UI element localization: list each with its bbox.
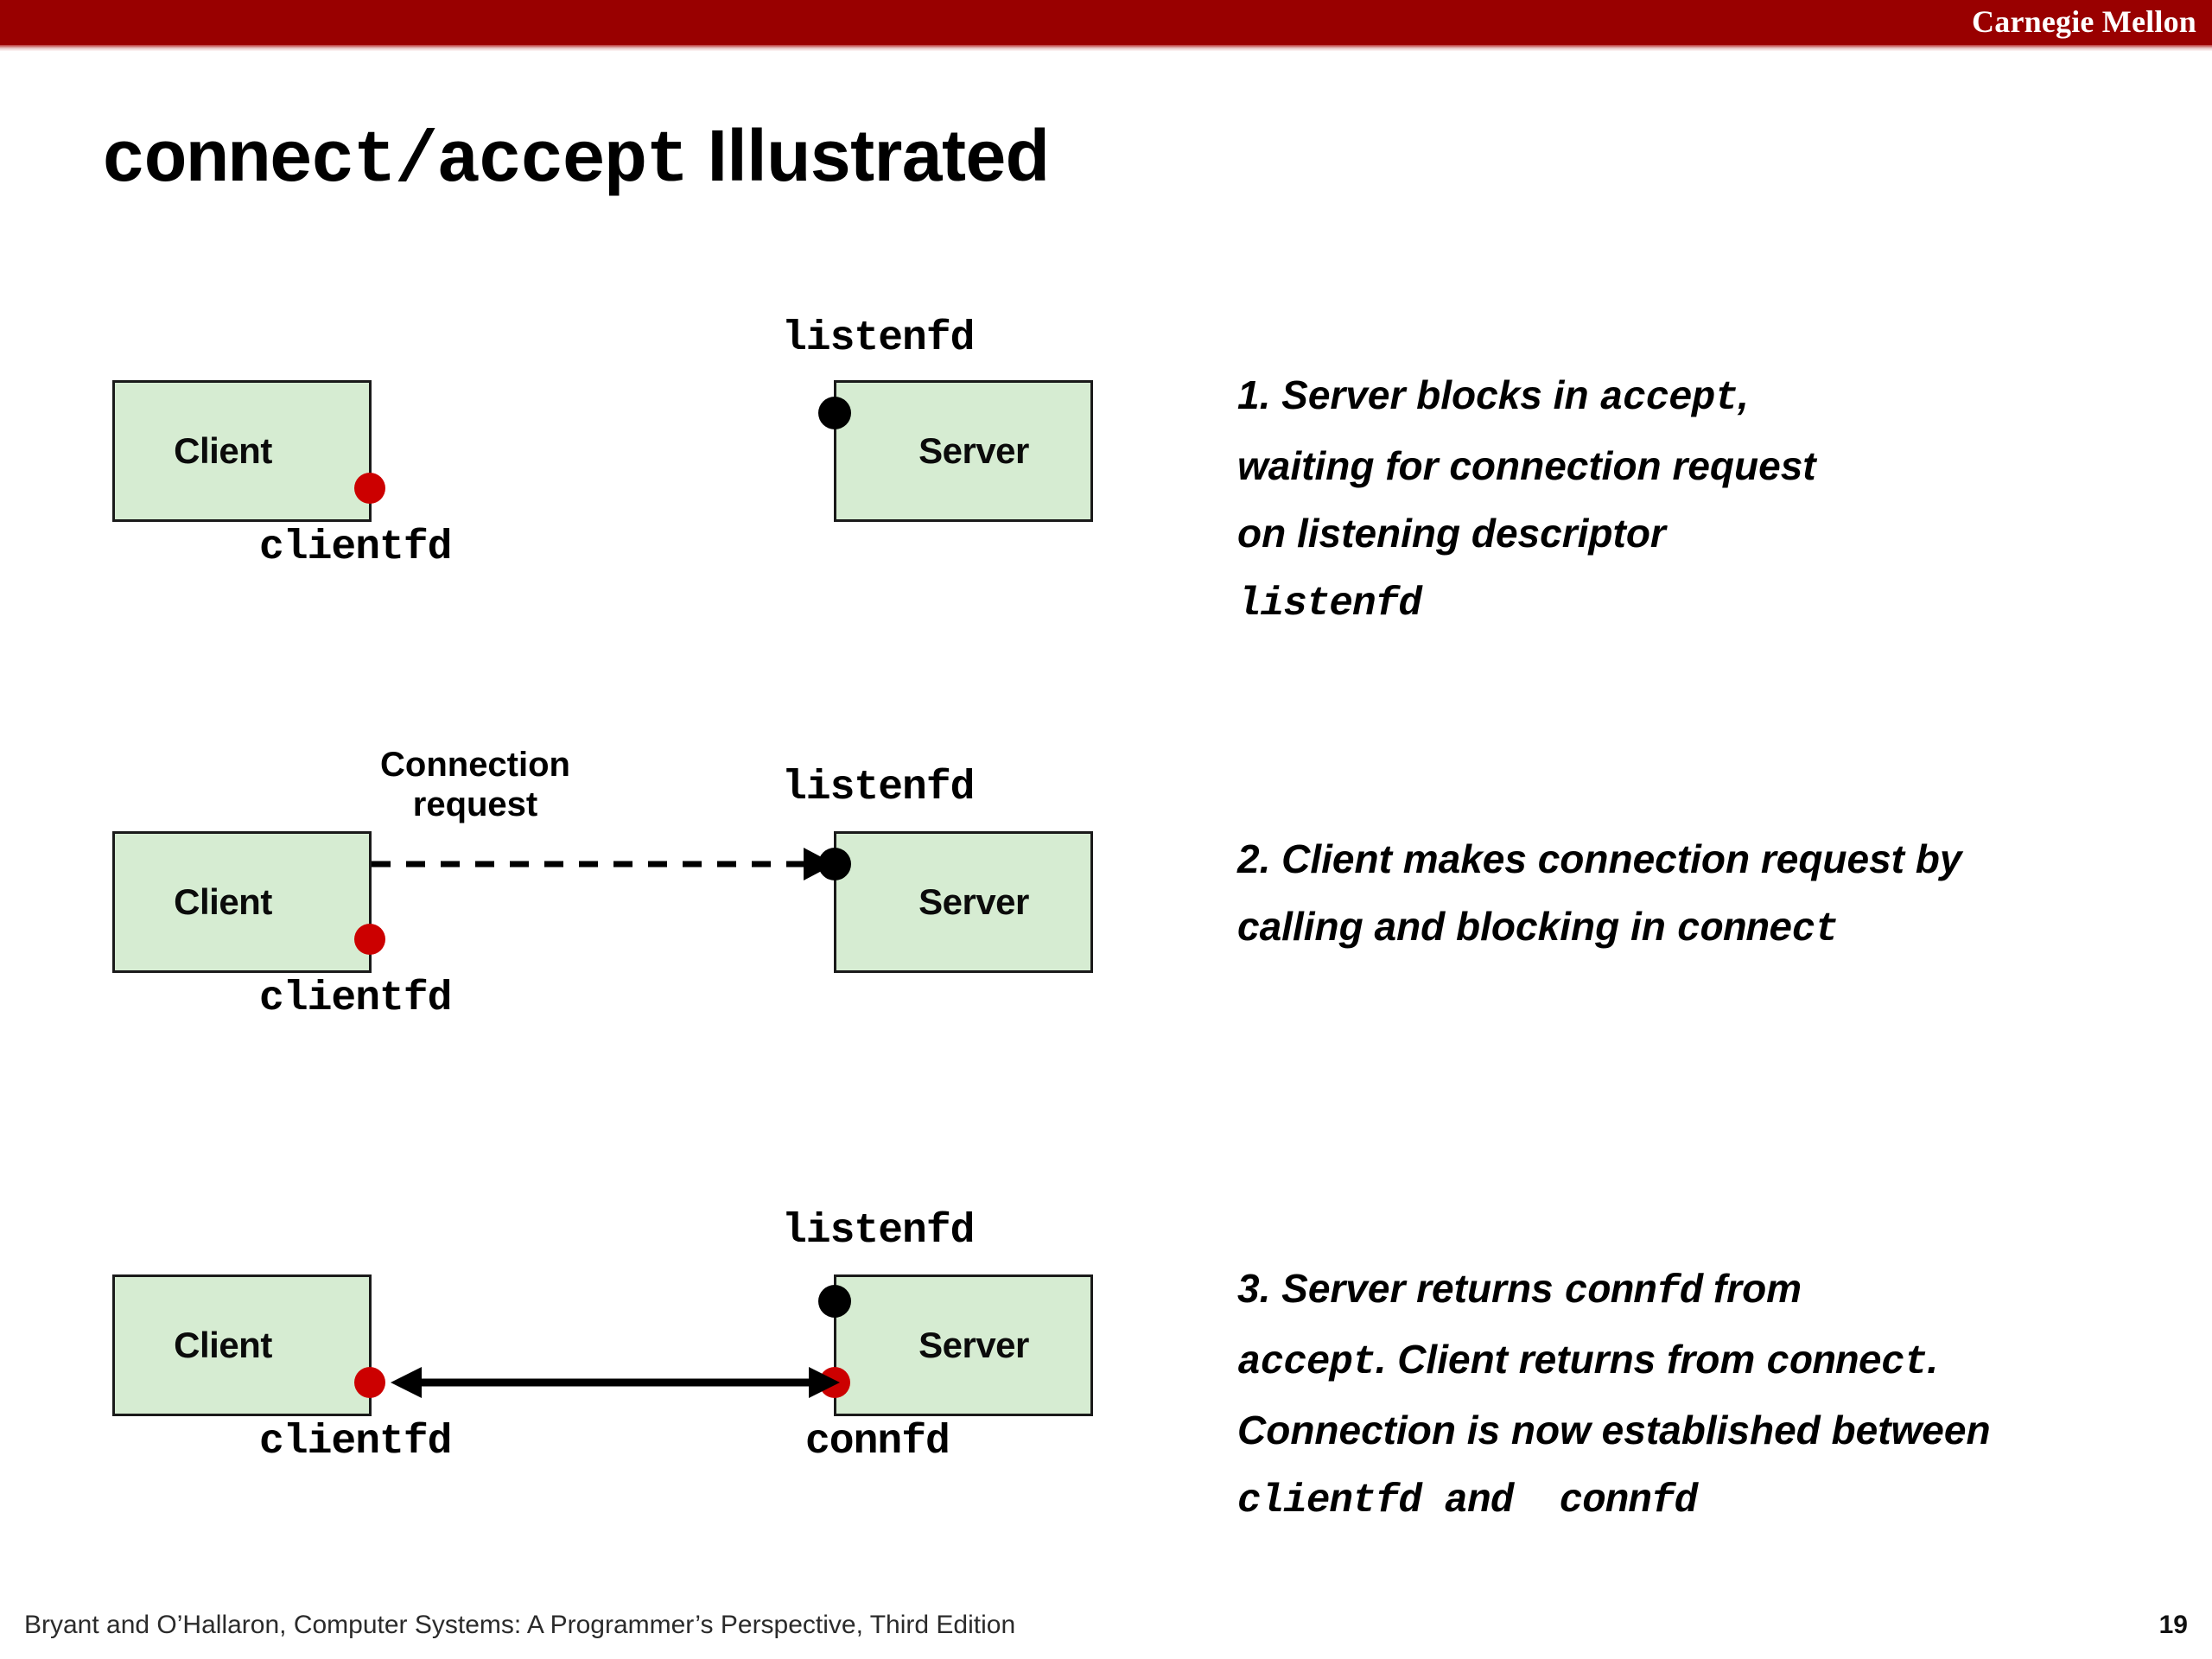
step-3-line-3: Connection is now established between: [1237, 1408, 1991, 1452]
footer-citation: Bryant and O’Hallaron, Computer Systems:…: [24, 1611, 1016, 1639]
page-number: 19: [2158, 1611, 2188, 1639]
connection-request-line2: request: [412, 785, 538, 823]
header-band: [0, 0, 2212, 45]
clientfd-dot-1: [354, 473, 385, 504]
step-1-line-4: listenfd: [1237, 582, 1422, 626]
server-box-1: Server: [834, 380, 1093, 522]
step-1-line-1: 1. Server blocks in accept,: [1237, 372, 1749, 421]
server-label-3: Server: [918, 1325, 1029, 1365]
title-code-part: connect/accept: [102, 121, 690, 203]
step-1-line-2: waiting for connection request: [1237, 443, 1816, 488]
clientfd-label-2: clientfd: [259, 976, 452, 1022]
listenfd-dot-3: [818, 1285, 851, 1318]
step-3-line-4: clientfd and connfd: [1237, 1478, 1698, 1523]
listenfd-dot-1: [818, 397, 851, 429]
listenfd-label-2: listenfd: [782, 765, 975, 811]
step-3-line-2: accept. Client returns from connect.: [1237, 1337, 1939, 1385]
server-box-2: Server: [834, 831, 1093, 973]
listenfd-label-3: listenfd: [782, 1208, 975, 1255]
server-label-2: Server: [918, 881, 1029, 922]
carnegie-mellon-brand: Carnegie Mellon: [1972, 4, 2196, 39]
step-3-line-1: 3. Server returns connfd from: [1237, 1266, 1802, 1314]
client-box-1: Client: [112, 380, 372, 522]
step-1-line-3: on listening descriptor: [1237, 511, 1666, 556]
connection-request-line1: Connection: [380, 746, 570, 784]
client-box-2: Client: [112, 831, 372, 973]
server-label-1: Server: [918, 430, 1029, 471]
connection-request-arrow: [372, 848, 835, 880]
page-title: connect/accept Illustrated: [102, 114, 1050, 204]
title-plain-part: Illustrated: [707, 115, 1050, 196]
server-box-3: Server: [834, 1274, 1093, 1416]
client-box-3: Client: [112, 1274, 372, 1416]
step-text-1: 1. Server blocks in accept, waiting for …: [1237, 361, 2212, 638]
step-text-3: 3. Server returns connfd from accept. Cl…: [1237, 1255, 2212, 1535]
header-underline: [0, 45, 2212, 51]
client-label-3: Client: [174, 1325, 272, 1365]
clientfd-label-1: clientfd: [259, 524, 452, 571]
established-connection-arrow: [391, 1367, 840, 1398]
clientfd-dot-2: [354, 924, 385, 955]
step-text-2: 2. Client makes connection request by ca…: [1237, 825, 2212, 963]
clientfd-dot-3: [354, 1367, 385, 1398]
listenfd-label-1: listenfd: [782, 315, 975, 362]
step-2-line-2: calling and blocking in connect: [1237, 904, 1839, 952]
step-2-line-1: 2. Client makes connection request by: [1237, 836, 1962, 881]
client-label-1: Client: [174, 430, 272, 471]
clientfd-label-3: clientfd: [259, 1419, 452, 1465]
connection-request-caption: Connection request: [346, 745, 605, 824]
connfd-label-3: connfd: [805, 1419, 950, 1465]
client-label-2: Client: [174, 881, 272, 922]
